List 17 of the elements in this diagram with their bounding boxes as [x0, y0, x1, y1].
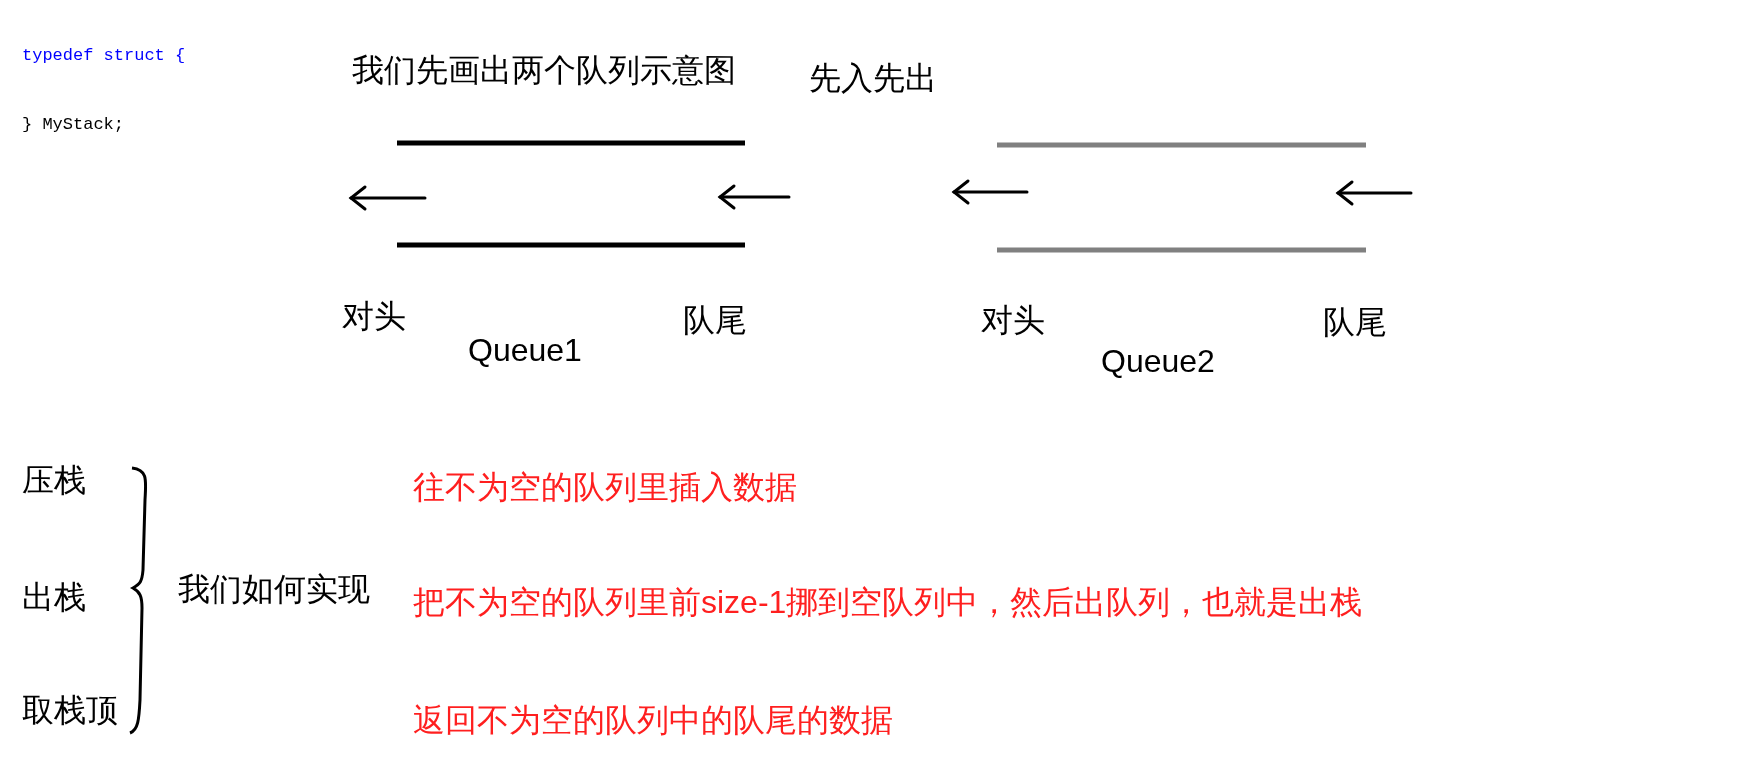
operation-label: 出栈	[22, 578, 86, 616]
explanation-text: 返回不为空的队列中的队尾的数据	[413, 701, 893, 739]
queue-head-label: 对头	[342, 297, 406, 335]
question-text: 我们如何实现	[178, 570, 370, 608]
explanation-text: 把不为空的队列里前size-1挪到空队列中，然后出队列，也就是出栈	[413, 583, 1363, 621]
title: 我们先画出两个队列示意图	[352, 51, 736, 89]
queue-name: Queue1	[468, 331, 582, 369]
operation-label: 取栈顶	[22, 691, 118, 729]
fifo-note: 先入先出	[809, 59, 937, 97]
operation-label: 压栈	[22, 461, 86, 499]
explanation-text: 往不为空的队列里插入数据	[413, 468, 797, 506]
code-text: typedef struct {	[22, 46, 186, 66]
code-text: } MyStack;	[22, 115, 125, 135]
queue-head-label: 对头	[981, 301, 1045, 339]
queue-tail-label: 队尾	[683, 301, 747, 339]
queue-name: Queue2	[1101, 342, 1215, 380]
queue-tail-label: 队尾	[1323, 303, 1387, 341]
